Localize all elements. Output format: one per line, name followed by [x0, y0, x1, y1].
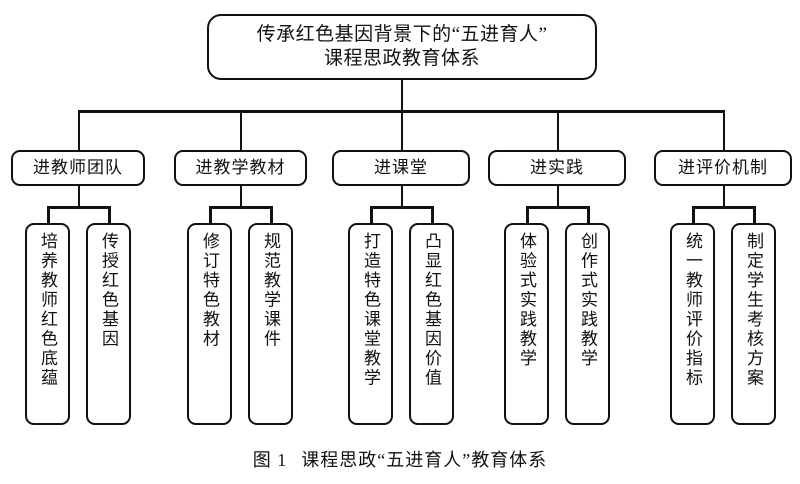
branch-node-4-label: 进实践	[530, 158, 584, 178]
root-node-line1: 传承红色基因背景下的“五进育人”	[256, 23, 548, 45]
connector-branch-2-drop-1	[209, 206, 212, 224]
root-node-line2: 课程思政教育体系	[323, 48, 480, 69]
leaf-node-3-2: 凸显红色基因价值	[409, 223, 454, 425]
connector-branch-5-drop-2	[753, 206, 756, 224]
connector-branch-5-bus	[693, 206, 755, 209]
connector-branch-3-drop-2	[431, 206, 434, 224]
connector-bus-to-branch-2	[239, 110, 243, 150]
connector-branch-1-bus	[48, 206, 110, 209]
connector-branch-2-bus	[210, 206, 272, 209]
connector-branch-4-drop-2	[587, 206, 590, 224]
branch-node-2: 进教学教材	[174, 150, 307, 186]
connector-branch-4-drop-1	[526, 206, 529, 224]
connector-branch-1-drop-2	[108, 206, 111, 224]
branch-node-3: 进课堂	[332, 150, 470, 186]
connector-bus-to-branch-4	[556, 110, 560, 150]
branch-node-3-label: 进课堂	[374, 158, 428, 178]
connector-branch-4-bus	[527, 206, 589, 209]
leaf-node-2-1-label: 修订特色教材	[200, 232, 219, 349]
leaf-node-4-2-label: 创作式实践教学	[578, 232, 597, 369]
figure-caption: 图 1 课程思政“五进育人”教育体系	[0, 446, 800, 472]
connector-bus-to-branch-5	[722, 110, 726, 150]
leaf-node-2-2: 规范教学课件	[248, 223, 293, 425]
connector-branch-3-stem	[400, 186, 403, 208]
leaf-node-4-1: 体验式实践教学	[504, 223, 549, 425]
leaf-node-5-2-label: 制定学生考核方案	[744, 232, 763, 388]
connector-branch-3-bus	[371, 206, 433, 209]
connector-bus-to-branch-1	[77, 110, 81, 150]
branch-node-1: 进教师团队	[11, 150, 145, 186]
connector-branch-1-stem	[77, 186, 81, 208]
leaf-node-2-1: 修订特色教材	[187, 223, 232, 425]
connector-branch-1-drop-1	[47, 206, 50, 224]
leaf-node-1-1-label: 培养教师红色底蕴	[38, 232, 57, 388]
connector-bus-to-branch-3	[400, 110, 403, 150]
leaf-node-1-2: 传授红色基因	[86, 223, 131, 425]
leaf-node-5-2: 制定学生考核方案	[731, 223, 776, 425]
connector-branch-2-stem	[239, 186, 243, 208]
figure-caption-number: 图 1	[252, 450, 288, 470]
leaf-node-1-1: 培养教师红色底蕴	[25, 223, 70, 425]
leaf-node-5-1-label: 统一教师评价指标	[683, 232, 702, 388]
branch-node-1-label: 进教师团队	[33, 158, 123, 178]
branch-node-5: 进评价机制	[654, 150, 792, 186]
branch-node-2-label: 进教学教材	[195, 158, 286, 178]
root-node-text: 传承红色基因背景下的“五进育人” 课程思政教育体系	[257, 23, 548, 72]
leaf-node-2-2-label: 规范教学课件	[261, 232, 280, 349]
branch-node-4: 进实践	[488, 150, 626, 186]
leaf-node-3-1: 打造特色课堂教学	[348, 223, 393, 425]
connector-branch-3-drop-1	[370, 206, 373, 224]
leaf-node-4-2: 创作式实践教学	[565, 223, 610, 425]
leaf-node-5-1: 统一教师评价指标	[670, 223, 715, 425]
leaf-node-4-1-label: 体验式实践教学	[517, 232, 536, 369]
leaf-node-3-2-label: 凸显红色基因价值	[422, 232, 441, 388]
figure-caption-text: 课程思政“五进育人”教育体系	[301, 450, 548, 470]
connector-branch-5-drop-1	[692, 206, 695, 224]
branch-node-5-label: 进评价机制	[678, 158, 768, 178]
leaf-node-3-1-label: 打造特色课堂教学	[361, 232, 380, 388]
connector-branch-2-drop-2	[270, 206, 273, 224]
connector-branch-4-stem	[556, 186, 560, 208]
leaf-node-1-2-label: 传授红色基因	[99, 232, 118, 349]
connector-branch-5-stem	[722, 186, 726, 208]
root-node: 传承红色基因背景下的“五进育人” 课程思政教育体系	[207, 14, 597, 80]
connector-root-stem	[400, 80, 403, 111]
